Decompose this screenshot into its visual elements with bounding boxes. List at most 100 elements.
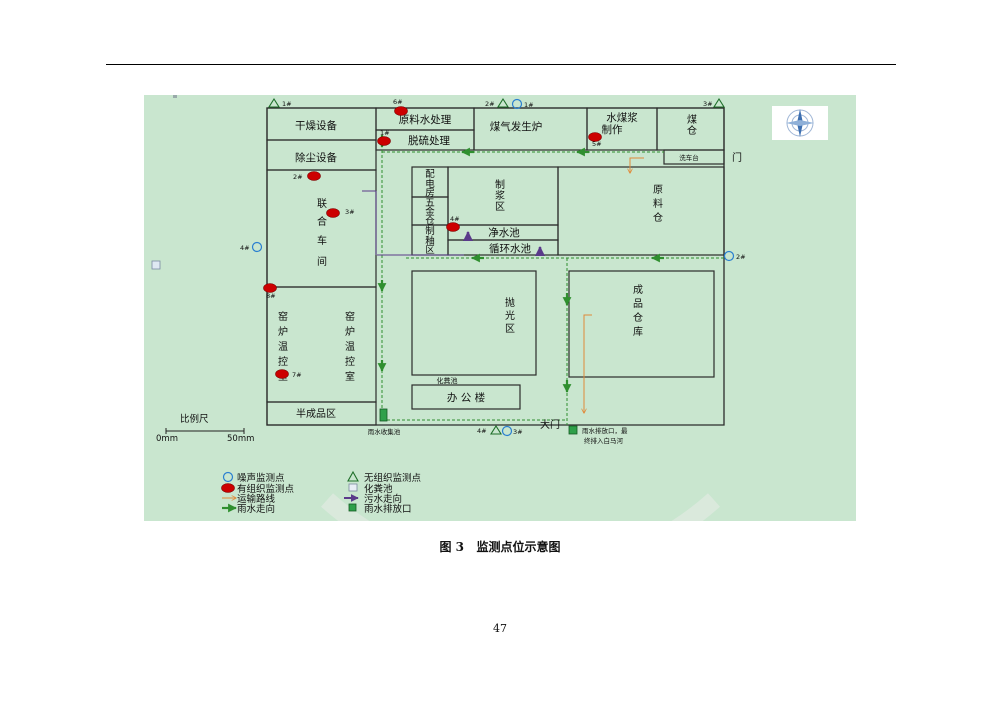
label-kiln1-4: 控 (278, 355, 288, 368)
sewage-routes (362, 190, 545, 256)
label-polish-1: 抛 (505, 296, 515, 309)
figure-caption: 图 3 监测点位示意图 (0, 538, 1000, 555)
legend-organized: 有组织监测点 (237, 483, 295, 495)
label-unorg-3: 3# (703, 100, 713, 108)
unorganized-points (268, 97, 725, 435)
organized-point-3 (326, 208, 340, 218)
label-point-5: 5# (592, 140, 602, 148)
legend-unorganized-icon (347, 470, 359, 482)
label-united-4: 间 (317, 255, 327, 268)
label-office: 办 公 楼 (447, 391, 486, 404)
organized-point-4 (446, 222, 460, 232)
room-office (411, 384, 521, 410)
legend: 噪声监测点 无组织监测点 有组织监测点 化粪池 运输路线 污水走向 雨水走向 雨… (221, 470, 422, 515)
scale-label: 比例尺 (180, 413, 209, 425)
legend-rain-outlet-icon (348, 503, 357, 512)
label-kiln2-1: 窑 (345, 310, 355, 323)
room-wash-station (663, 149, 725, 165)
room-semi-product (266, 401, 377, 426)
label-rain-collect-pool: 雨水收集池 (368, 427, 401, 436)
label-coal-2: 仓 (687, 124, 697, 137)
label-raw-1: 原 (653, 184, 663, 196)
organized-point-7 (275, 369, 289, 379)
figure-number: 图 3 (439, 540, 464, 554)
label-point-6: 6# (393, 98, 403, 106)
transport-routes (584, 157, 644, 413)
label-kiln2-2: 炉 (345, 326, 355, 338)
label-septic: 化粪池 (437, 376, 458, 385)
organized-point-2 (307, 171, 321, 181)
label-noise-4: 4# (240, 244, 250, 252)
legend-noise-icon (222, 471, 234, 483)
label-noise-3: 3# (513, 428, 523, 436)
label-fin-1: 成 (633, 284, 643, 296)
noise-points (251, 98, 735, 437)
label-point-2: 2# (293, 173, 303, 181)
label-slurry-3: 区 (495, 201, 505, 213)
wind-rose-icon (772, 106, 828, 140)
label-dist-3: 房 (425, 187, 435, 199)
legend-rain-direction: 雨水走向 (237, 503, 275, 515)
label-unorg-4: 4# (477, 427, 487, 435)
label-main-gate: 大门 (540, 418, 560, 431)
label-dist-2: 电 (425, 178, 435, 190)
label-unorg-1: 1# (282, 100, 292, 108)
label-noise-2: 2# (736, 253, 746, 261)
header-rule (106, 64, 896, 65)
noise-point-3 (501, 425, 513, 437)
legend-transport: 运输路线 (237, 493, 276, 505)
label-slurry-2: 浆 (495, 189, 505, 202)
label-circulation-pool: 循环水池 (489, 242, 531, 255)
label-semi-product: 半成品区 (296, 407, 336, 420)
label-water-coal-2: 制作 (602, 123, 623, 136)
legend-rain-outlet: 雨水排放口 (364, 503, 412, 515)
label-door: 门 (732, 151, 742, 164)
label-polish-2: 光 (505, 309, 515, 322)
label-gas-generator: 煤气发生炉 (490, 120, 543, 133)
room-finished-warehouse (568, 270, 715, 378)
label-kiln1-3: 温 (278, 341, 288, 353)
noise-point-1 (511, 98, 523, 110)
label-point-1: 1# (380, 129, 390, 137)
rain-outlet-box (568, 425, 578, 435)
label-united-1: 联 (317, 198, 327, 210)
label-kiln2-4: 控 (345, 355, 355, 368)
monitoring-site-diagram: 干燥设备 除尘设备 联 合 车 间 窑 炉 温 控 室 窑 炉 温 控 室 半成… (144, 95, 856, 521)
label-point-4: 4# (450, 215, 460, 223)
label-raw-2: 料 (653, 197, 663, 210)
label-dist-1: 配 (425, 169, 435, 180)
label-fin-4: 库 (633, 325, 643, 338)
septic-icon (151, 260, 161, 270)
rain-collect-pool-box (379, 408, 388, 422)
organized-point-1 (377, 136, 391, 146)
figure-title: 监测点位示意图 (476, 540, 561, 554)
label-hw-1: 五 (425, 198, 435, 209)
label-point-3: 3# (345, 208, 355, 216)
label-desulfurization: 脱硫处理 (408, 134, 450, 147)
label-united-2: 合 (317, 215, 327, 228)
label-dust-removal: 除尘设备 (295, 151, 337, 164)
legend-unorganized: 无组织监测点 (364, 472, 422, 484)
label-point-8: 8# (266, 292, 276, 300)
label-water-coal-1: 水煤浆 (606, 111, 638, 124)
label-united-3: 车 (317, 234, 327, 247)
legend-septic-icon (348, 483, 358, 492)
noise-point-4 (251, 241, 263, 253)
label-kiln1-2: 炉 (278, 326, 288, 338)
label-clean-pool: 净水池 (488, 226, 520, 239)
label-fin-2: 品 (633, 298, 643, 310)
label-kiln2-5: 室 (345, 370, 355, 383)
label-hw-3: 仓 (425, 215, 435, 227)
unorganized-point-2 (497, 97, 509, 108)
label-hw-2: 金 (425, 206, 435, 218)
legend-organized-icon (221, 483, 235, 493)
room-polishing (411, 270, 537, 376)
label-rain-outlet-2: 终排入白马河 (584, 436, 624, 445)
label-kiln2-3: 温 (345, 341, 355, 353)
label-drying: 干燥设备 (295, 119, 337, 132)
label-mold-2: 釉 (425, 235, 435, 247)
label-mold-1: 制 (425, 225, 435, 237)
label-slurry-1: 制 (495, 178, 505, 191)
scale-max: 50mm (227, 434, 254, 444)
scale-bar: 比例尺 0mm 50mm (156, 413, 254, 444)
